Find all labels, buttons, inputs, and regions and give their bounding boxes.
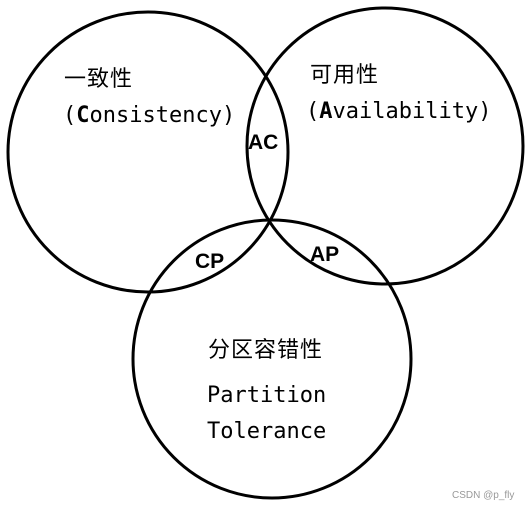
partition-tolerance-circle bbox=[131, 218, 413, 500]
partition-tolerance-label-cn: 分区容错性 bbox=[208, 338, 323, 363]
consistency-label-en: (Consistency) bbox=[63, 103, 235, 128]
consistency-label-cn: 一致性 bbox=[64, 67, 133, 92]
partition-tolerance-label-en-line2: Tolerance bbox=[207, 419, 326, 444]
availability-label-cn: 可用性 bbox=[310, 63, 379, 88]
availability-circle bbox=[245, 6, 525, 286]
intersection-ap-label: AP bbox=[310, 243, 339, 266]
watermark: CSDN @p_fly bbox=[452, 490, 514, 501]
consistency-circle bbox=[6, 10, 290, 294]
availability-label-en: (Availability) bbox=[306, 99, 491, 124]
partition-tolerance-label-en-line1: Partition bbox=[207, 383, 326, 408]
intersection-cp-label: CP bbox=[195, 250, 224, 273]
intersection-ac-label: AC bbox=[248, 131, 278, 154]
